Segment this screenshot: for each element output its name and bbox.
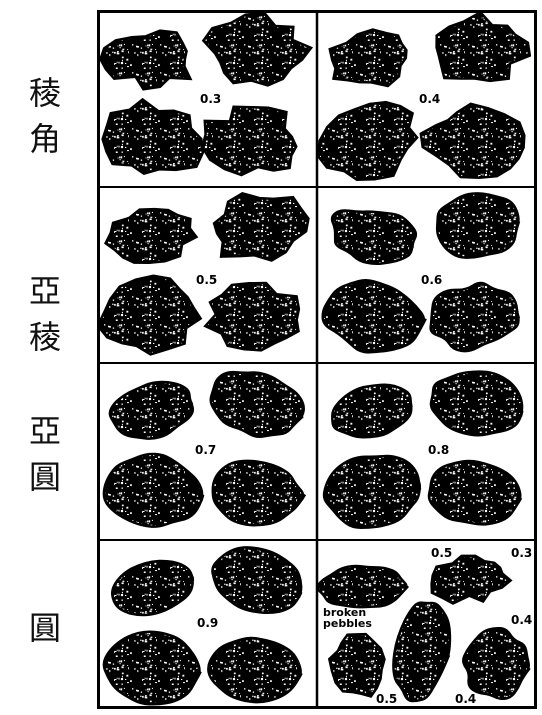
pebble-0-5-2 — [214, 193, 308, 260]
row-label-angular: 稜 角 — [0, 70, 90, 162]
row-label-subangular: 亞 稜 — [0, 268, 90, 360]
pebble-0-9-4 — [208, 638, 301, 702]
row-label-subrounded-char2: 圓 — [0, 454, 90, 500]
pebble-0-9-3 — [104, 632, 201, 705]
pebble-0-6-3 — [323, 280, 426, 352]
pebble-0-4-1 — [330, 30, 407, 87]
pebble-0-6-1 — [332, 211, 416, 264]
broken-value-1: 0.5 — [431, 546, 452, 560]
roundness-value-0-5: 0.5 — [196, 273, 217, 287]
pebble-0-5-4 — [205, 283, 299, 350]
broken-pebble-3 — [329, 634, 384, 696]
broken-value-3: 0.4 — [511, 613, 532, 627]
roundness-value-0-7: 0.7 — [195, 443, 216, 457]
broken-pebble-2 — [432, 556, 511, 604]
broken-value-2: 0.3 — [511, 546, 532, 560]
pebble-0-4-3 — [318, 102, 417, 180]
pebble-0-3-4 — [202, 107, 296, 175]
roundness-value-0-9: 0.9 — [197, 616, 218, 630]
row-label-subrounded-char1: 亞 — [0, 408, 90, 454]
pebble-0-5-3 — [98, 276, 201, 355]
pebble-grid-svg: 0.3 0.4 0.5 0.6 0.7 0.8 0.9 broken pebbl… — [97, 10, 537, 710]
row-label-rounded-char1: 圓 — [0, 605, 90, 651]
broken-pebble-5 — [463, 628, 529, 699]
broken-value-5: 0.4 — [455, 692, 476, 706]
pebble-0-7-2 — [211, 372, 304, 437]
roundness-chart: 0.3 0.4 0.5 0.6 0.7 0.8 0.9 broken pebbl… — [97, 10, 537, 710]
pebble-0-7-4 — [213, 461, 305, 525]
row-label-angular-char1: 稜 — [0, 70, 90, 116]
pebble-0-7-3 — [104, 454, 203, 527]
pebble-0-9-2 — [212, 547, 301, 612]
row-label-angular-char2: 角 — [0, 116, 90, 162]
pebble-0-3-3 — [103, 100, 203, 174]
broken-pebbles-label-line2: pebbles — [323, 617, 372, 630]
pebble-0-5-1 — [106, 209, 197, 263]
pebble-0-3-2 — [203, 13, 311, 86]
broken-pebble-1 — [318, 566, 409, 607]
row-label-rounded: 圓 — [0, 605, 90, 651]
roundness-value-0-8: 0.8 — [428, 443, 449, 457]
row-label-subangular-char1: 亞 — [0, 268, 90, 314]
broken-pebble-4 — [393, 603, 450, 701]
roundness-value-0-3: 0.3 — [200, 92, 221, 106]
pebble-0-8-1 — [332, 385, 411, 437]
pebble-0-8-4 — [429, 461, 521, 524]
pebble-0-8-3 — [324, 456, 420, 528]
broken-value-4: 0.5 — [376, 692, 397, 706]
roundness-value-0-6: 0.6 — [421, 273, 442, 287]
pebbles-layer — [98, 12, 530, 704]
pebble-0-3-1 — [100, 31, 190, 90]
pebble-0-4-4 — [421, 104, 525, 178]
row-label-subangular-char2: 稜 — [0, 314, 90, 360]
pebble-0-8-2 — [431, 372, 522, 436]
pebble-0-6-4 — [431, 283, 519, 351]
roundness-value-0-4: 0.4 — [419, 92, 440, 106]
pebble-0-4-2 — [437, 12, 530, 81]
pebble-0-6-2 — [437, 193, 519, 257]
pebble-0-9-1 — [112, 561, 193, 615]
row-label-subrounded: 亞 圓 — [0, 408, 90, 500]
pebble-0-7-1 — [110, 382, 193, 439]
